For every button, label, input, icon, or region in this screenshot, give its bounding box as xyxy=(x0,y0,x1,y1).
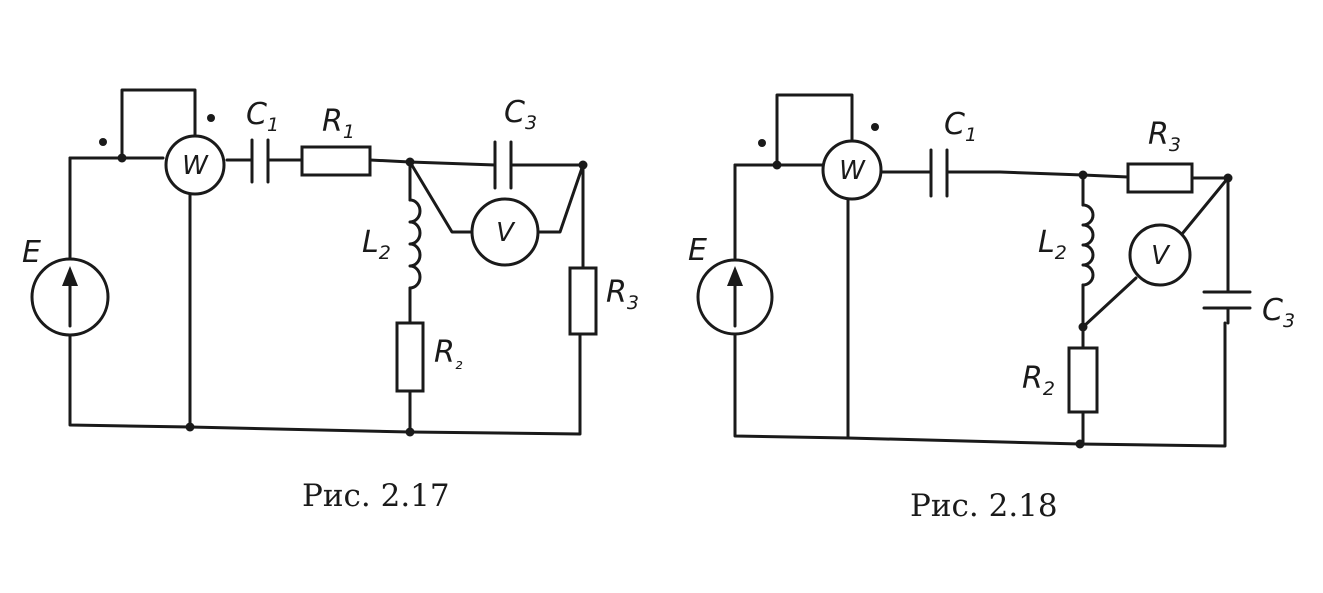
polarity-marker xyxy=(871,123,879,131)
emf-source-e xyxy=(696,258,774,336)
voltmeter-symbol: V xyxy=(496,218,516,248)
voltmeter: V xyxy=(1128,223,1192,287)
capacitor-c3 xyxy=(1202,290,1252,325)
label-r3: R3 xyxy=(606,275,639,314)
resistor-r3 xyxy=(1126,162,1194,194)
wattmeter: W xyxy=(164,134,226,196)
junction-dot xyxy=(185,422,195,432)
polarity-marker xyxy=(207,114,215,122)
junction-dot xyxy=(1078,322,1088,332)
resistor-r3 xyxy=(568,266,598,336)
polarity-marker xyxy=(99,138,107,146)
label-e: E xyxy=(688,233,707,268)
label-c3: C3 xyxy=(1262,293,1295,332)
junction-dot xyxy=(1078,170,1088,180)
label-r3: R3 xyxy=(1148,117,1181,156)
label-c3: C3 xyxy=(504,95,537,134)
voltmeter-symbol: V xyxy=(1151,241,1171,271)
label-e: E xyxy=(22,235,41,270)
junction-dot xyxy=(1075,439,1085,449)
resistor-r1 xyxy=(300,145,372,177)
label-l2: L2 xyxy=(362,225,391,264)
label-r2: R₂ xyxy=(434,335,463,374)
wattmeter-symbol: W xyxy=(182,151,209,181)
capacitor-c1 xyxy=(250,138,270,184)
label-c1: C1 xyxy=(944,107,977,146)
wattmeter: W xyxy=(821,139,883,201)
label-l2: L2 xyxy=(1038,225,1067,264)
voltmeter: V xyxy=(470,197,540,267)
resistor-r2 xyxy=(395,321,425,393)
junction-dot xyxy=(1223,173,1233,183)
junction-dot xyxy=(117,153,127,163)
junction-dot xyxy=(578,160,588,170)
capacitor-c1 xyxy=(929,148,949,198)
label-r2: R2 xyxy=(1022,361,1055,400)
capacitor-c3 xyxy=(493,140,513,190)
emf-source-e xyxy=(30,257,110,337)
wires-fig-2-18 xyxy=(733,93,1230,448)
resistor-r2 xyxy=(1067,346,1099,414)
inductor-l2 xyxy=(1081,203,1095,287)
polarity-marker xyxy=(758,139,766,147)
label-c1: C1 xyxy=(246,97,279,136)
junction-dot xyxy=(772,160,782,170)
junction-dot xyxy=(405,157,415,167)
wires-fig-2-17 xyxy=(68,88,585,436)
label-r1: R1 xyxy=(322,104,355,143)
figure-2-18: E W C1 R3 V L2 R2 C3 Рис. xyxy=(688,93,1295,524)
figure-2-17: E W C1 R1 C3 V L2 R₂ R3 xyxy=(22,88,639,514)
inductor-l2 xyxy=(408,198,422,290)
caption-fig-2-17: Рис. 2.17 xyxy=(302,478,450,514)
junction-dot xyxy=(405,427,415,437)
wattmeter-symbol: W xyxy=(839,156,866,186)
caption-fig-2-18: Рис. 2.18 xyxy=(910,488,1058,524)
